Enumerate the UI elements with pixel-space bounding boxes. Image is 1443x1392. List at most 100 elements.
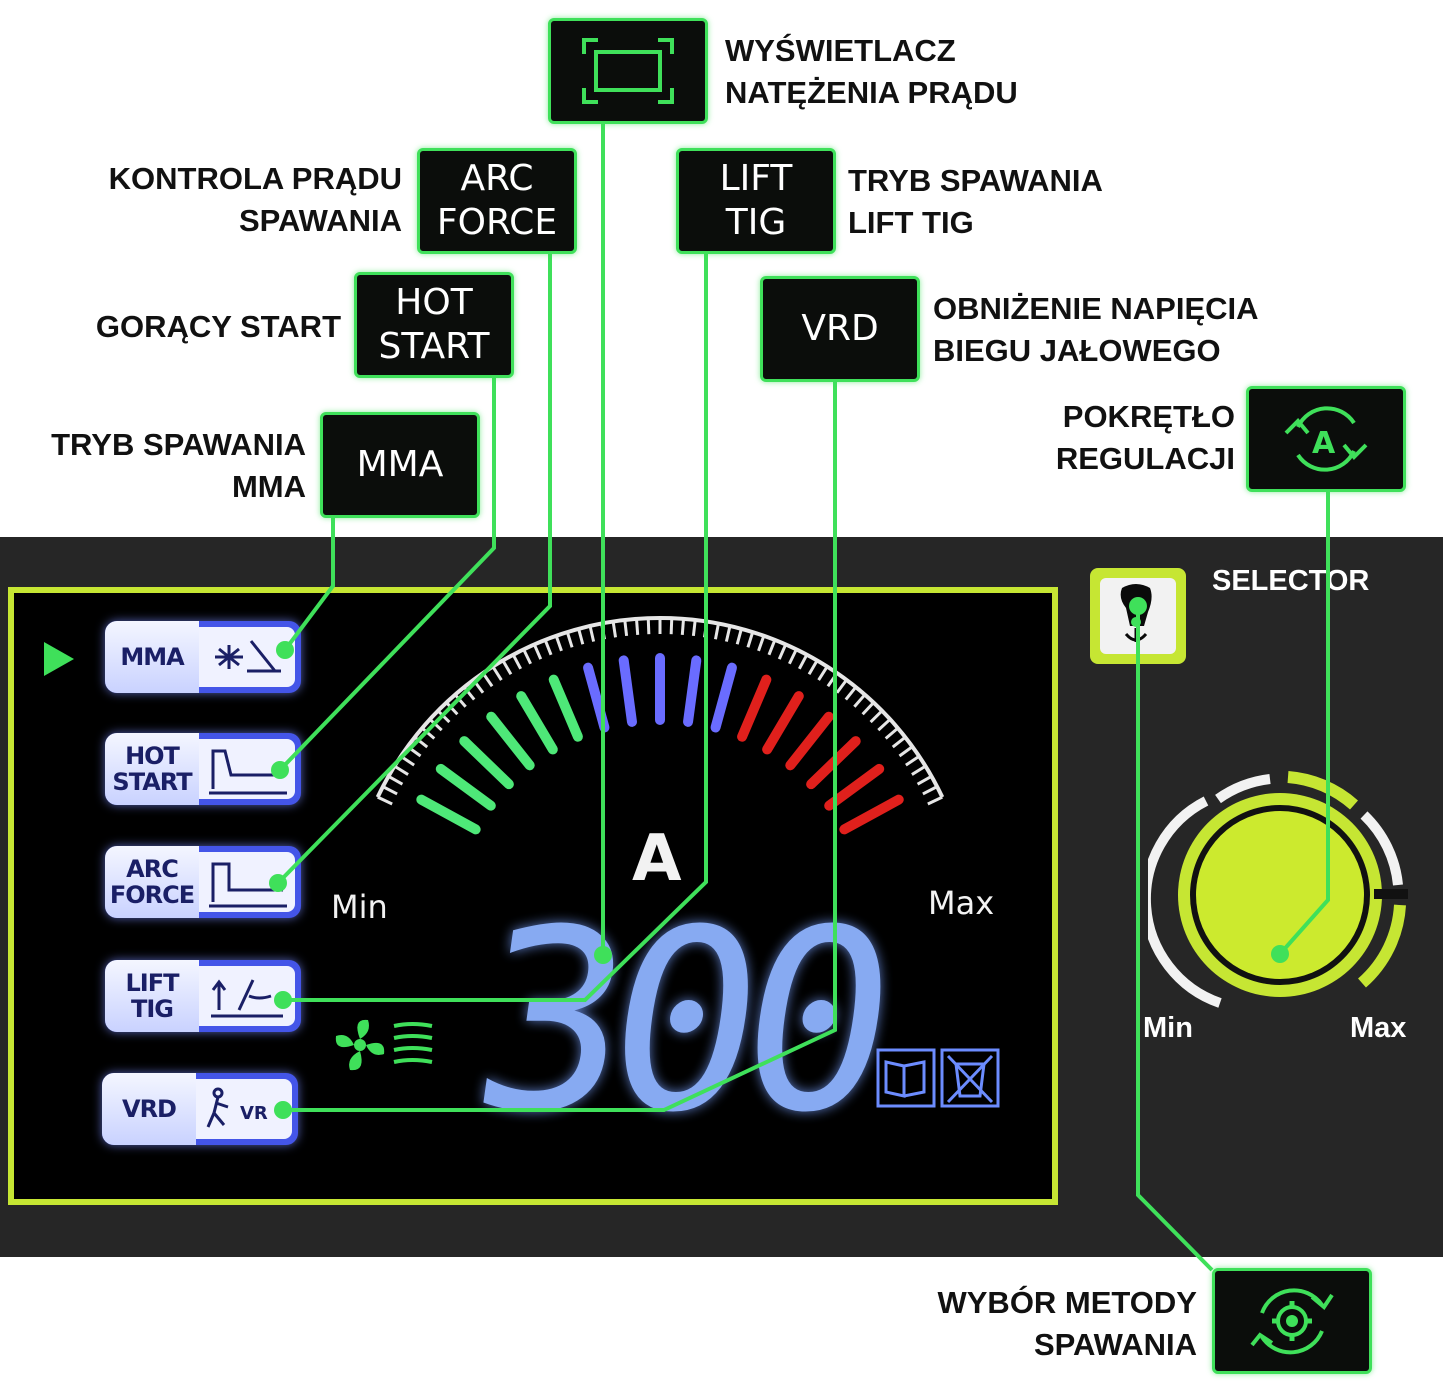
gauge-tick: [746, 631, 755, 648]
gauge-tick: [713, 623, 720, 640]
gauge-tick: [522, 648, 532, 665]
frame-icon: [582, 38, 674, 104]
gauge-tick: [905, 755, 920, 767]
gauge-tick: [788, 648, 798, 665]
gauge-tick: [777, 643, 788, 660]
current-gauge: [375, 616, 945, 835]
gauge-tick: [501, 659, 513, 676]
gauge-tick: [927, 795, 943, 806]
gauge-tick: [869, 709, 884, 724]
gauge-tick: [922, 785, 938, 796]
gauge-tick: [565, 631, 574, 648]
mode-label-hot: HOT: [125, 742, 180, 770]
vrd-badge: VRD: [760, 276, 920, 382]
knob-callout-line1: POKRĘTŁO: [1062, 399, 1235, 434]
gauge-segment: [839, 794, 904, 835]
manual-icon: [876, 1048, 1000, 1108]
gauge-tick: [680, 618, 685, 635]
selector-callout: WYBÓR METODY SPAWANIA: [938, 1282, 1198, 1366]
hot-start-badge-line1: HOT: [395, 282, 473, 323]
lift-tig-callout-line2: LIFT TIG: [848, 205, 974, 240]
arc-force-callout: KONTROLA PRĄDU SPAWANIA: [109, 158, 402, 242]
gauge-tick: [861, 701, 875, 716]
gauge-tick: [916, 774, 933, 786]
gauge-tick: [724, 625, 732, 642]
gauge-tick: [911, 764, 927, 776]
mode-label-arc: ARC: [126, 855, 179, 883]
gauge-tick: [393, 764, 409, 776]
gauge-tick: [735, 628, 743, 645]
fan-icon: [335, 1019, 433, 1071]
mode-label-start: START: [112, 768, 192, 796]
selector-label: SELECTOR: [1212, 565, 1370, 597]
display-callout-line2: NATĘŻENIA PRĄDU: [725, 75, 1018, 110]
knob-badge: A: [1246, 386, 1406, 492]
knob-callout-line2: REGULACJI: [1055, 441, 1235, 476]
selector-callout-line2: SPAWANIA: [1033, 1327, 1197, 1362]
gauge-tick: [646, 618, 651, 635]
cycle-gear-icon: [1250, 1288, 1334, 1355]
vrd-callout: OBNIŻENIE NAPIĘCIA BIEGU JAŁOWEGO: [933, 288, 1259, 372]
gauge-segment: [785, 711, 834, 771]
mode-button-mma[interactable]: MMA: [105, 621, 301, 693]
gauge-tick: [898, 745, 914, 758]
selector-badge: [1212, 1268, 1372, 1374]
gauge-tick: [767, 639, 777, 656]
mma-badge-text: MMA: [356, 444, 444, 485]
hot-start-badge-line2: START: [378, 326, 490, 367]
gauge-tick: [884, 726, 899, 740]
hot-start-badge: HOT START: [354, 272, 514, 378]
gauge-segment: [762, 691, 804, 755]
gauge-segment: [435, 763, 496, 811]
mode-label-mma: MMA: [120, 643, 184, 671]
gauge-tick: [877, 718, 892, 732]
play-indicator-icon: [44, 642, 74, 676]
gauge-tick: [382, 785, 398, 796]
gauge-tick: [635, 618, 640, 635]
mode-label-lift: LIFT: [125, 969, 180, 997]
vrd-callout-line2: BIEGU JAŁOWEGO: [933, 333, 1221, 368]
selector-callout-line1: WYBÓR METODY: [937, 1285, 1198, 1320]
gauge-tick: [454, 693, 467, 708]
mode-label-vrd: VRD: [122, 1095, 177, 1123]
gauge-tick: [798, 654, 809, 670]
gauge-segment: [824, 763, 885, 811]
display-callout: WYŚWIETLACZ NATĘŻENIA PRĄDU: [725, 30, 1018, 114]
electrode-icon: [199, 627, 295, 687]
hot-start-callout-text: GORĄCY START: [95, 309, 341, 344]
gauge-tick: [588, 625, 596, 642]
gauge-segment: [710, 662, 737, 733]
lift-tig-callout: TRYB SPAWANIA LIFT TIG: [848, 160, 1103, 244]
svg-text:VR: VR: [240, 1103, 268, 1124]
gauge-tick: [623, 619, 629, 637]
mma-callout-line1: TRYB SPAWANIA: [51, 427, 306, 462]
gauge-segment: [737, 674, 772, 742]
adjustment-knob[interactable]: [1148, 765, 1412, 1029]
gauge-segment: [416, 794, 481, 835]
gauge-tick: [543, 639, 553, 656]
unit-label: A: [632, 822, 682, 896]
gauge-segment: [459, 736, 514, 790]
gauge-tick: [377, 795, 393, 806]
lift-tig-callout-line1: TRYB SPAWANIA: [848, 163, 1103, 198]
gauge-segment: [486, 711, 535, 771]
arc-force-callout-line2: SPAWANIA: [238, 203, 402, 238]
gauge-tick: [669, 618, 674, 635]
arc-force-badge-line1: ARC: [460, 158, 534, 199]
hot-start-callout: GORĄCY START: [96, 306, 341, 348]
gauge-tick: [611, 621, 618, 638]
gauge-segment: [548, 674, 583, 742]
gauge-tick: [853, 693, 866, 708]
gauge-tick: [835, 679, 848, 694]
mode-label-tig: TIG: [131, 995, 174, 1023]
gauge-segment: [618, 655, 637, 727]
mma-badge: MMA: [320, 412, 480, 518]
lift-tig-badge: LIFT TIG: [676, 148, 836, 254]
mode-label-force: FORCE: [109, 881, 195, 909]
gauge-tick: [532, 643, 543, 660]
gauge-tick: [807, 659, 819, 676]
vrd-badge-text: VRD: [801, 308, 879, 349]
gauge-tick: [387, 774, 404, 786]
